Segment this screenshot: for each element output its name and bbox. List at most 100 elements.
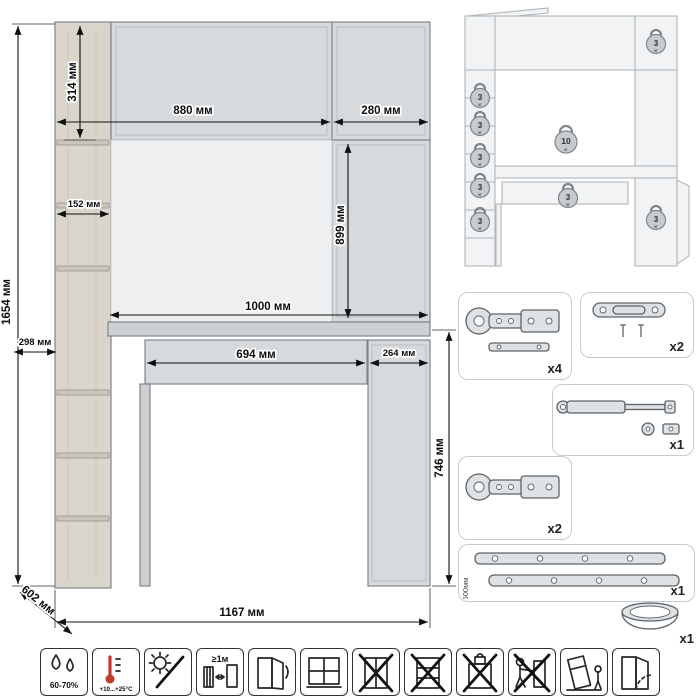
shelf [56, 139, 110, 146]
svg-text:3: 3 [478, 153, 483, 162]
hardware-hinges-x4: х4 [458, 292, 572, 380]
round-insert-icon [621, 602, 679, 630]
hardware-slides-x1: 500мм х1 [458, 544, 695, 602]
hinge-icon [465, 307, 560, 352]
weight-icon: 3 кг [645, 28, 667, 55]
dim-desktop-width: 1000 мм [245, 301, 291, 313]
care-temperature: +10...+25°C [92, 648, 140, 696]
svg-text:+10...+25°C: +10...+25°C [99, 686, 133, 693]
drawer-front [144, 339, 368, 385]
svg-text:кг: кг [654, 48, 658, 53]
svg-text:3: 3 [478, 183, 483, 192]
dim-opening-width: 880 мм [173, 105, 212, 117]
furniture-sketch [464, 7, 690, 267]
svg-text:кг: кг [564, 147, 568, 152]
care-icon-row: 60-70% +10...+25°C ≥1м [40, 648, 660, 696]
hardware-hinges-x2: х2 [458, 456, 572, 540]
svg-text:кг: кг [478, 192, 482, 197]
svg-text:3: 3 [654, 39, 659, 48]
weight-icon: 3 кг [469, 82, 491, 109]
dim-depth: 602 мм [19, 584, 57, 618]
dim-hutch-height: 314 мм [67, 62, 79, 101]
svg-text:≥1м: ≥1м [212, 654, 229, 664]
care-ventilation [248, 648, 296, 696]
cup-qty: х1 [679, 631, 694, 646]
screw-icon [620, 324, 626, 337]
furniture-dimension-drawing: 1654 мм 314 мм 880 мм 280 мм 899 мм 152 … [0, 21, 456, 635]
hardware-cup-x1: х1 [612, 596, 696, 646]
desk-sketch [494, 165, 678, 179]
dim-desk-height: 746 мм [434, 438, 446, 477]
dim-right-top-width: 280 мм [361, 105, 400, 117]
hinge-qty: х2 [547, 521, 562, 536]
weight-icon: 3 кг [469, 206, 491, 233]
hardware-gas-lift-x1: х1 [552, 384, 694, 456]
weight-icon: 3 кг [645, 204, 667, 231]
humidity-icon: 60-70% [50, 654, 79, 690]
lower-cabinet-door [367, 339, 431, 587]
open-niche [110, 139, 333, 323]
svg-text:кг: кг [566, 202, 570, 207]
shelf [56, 202, 110, 209]
thermometer-icon: +10...+25°C [99, 655, 133, 693]
care-no-heavy-load [456, 648, 504, 696]
right-cabinet-sketch [634, 69, 678, 175]
care-no-climbing [404, 648, 452, 696]
care-heat-distance: ≥1м [196, 648, 244, 696]
hutch-right-door [336, 26, 426, 136]
care-window [300, 648, 348, 696]
weight-icon: 3 кг [469, 142, 491, 169]
svg-text:кг: кг [478, 226, 482, 231]
svg-text:3: 3 [478, 93, 483, 102]
svg-text:3: 3 [654, 215, 659, 224]
weight-icon: 10 кг [554, 124, 578, 154]
drawer-slides-icon: 500мм [461, 552, 680, 599]
weight-icon: 3 кг [469, 110, 491, 137]
weight-icon: 3 кг [469, 172, 491, 199]
open-door-sketch [676, 179, 690, 266]
dim-total-width: 1167 мм [219, 607, 264, 619]
svg-text:60-70%: 60-70% [50, 681, 79, 690]
heat-distance-icon: ≥1м [203, 654, 238, 688]
dim-opening-height: 899 мм [335, 205, 347, 244]
care-tip-over-warning [560, 648, 608, 696]
svg-text:кг: кг [654, 224, 658, 229]
shelf [56, 515, 110, 522]
shelf [56, 389, 110, 396]
desktop [107, 321, 431, 337]
dim-upper-shelf-depth: 152 мм [68, 199, 101, 210]
damper-qty: х2 [669, 339, 684, 354]
cabinet-icon [226, 664, 238, 688]
hutch-sketch [464, 15, 678, 71]
no-heavy-load-icon [462, 653, 498, 693]
screw-icon [638, 324, 644, 337]
door-opening-icon [621, 656, 653, 690]
shelf [56, 452, 110, 459]
slides-qty: х1 [670, 583, 685, 598]
svg-text:кг: кг [478, 162, 482, 167]
lower-door-inset [371, 344, 427, 582]
ventilation-icon [257, 657, 289, 690]
svg-text:кг: кг [478, 102, 482, 107]
hinge-qty: х4 [547, 361, 562, 376]
person-cabinet-icon [513, 653, 551, 693]
svg-text:3: 3 [566, 193, 571, 202]
care-sunlight [144, 648, 192, 696]
no-action-drawers-icon [410, 653, 446, 693]
no-action-cabinet-icon [358, 653, 394, 693]
dim-drawer-width: 694 мм [236, 349, 275, 361]
support-sketch [495, 203, 502, 267]
dim-lower-shelf-depth: 298 мм [19, 337, 52, 348]
desk-support-panel [139, 383, 151, 587]
slide-length-label: 500мм [461, 578, 470, 599]
dim-cabinet-width: 264 мм [383, 348, 416, 359]
window-icon [306, 657, 342, 688]
care-door-opening [612, 648, 660, 696]
hinge-icon [465, 473, 560, 501]
radiator-icon [203, 666, 214, 688]
hardware-damper-x2: х2 [580, 292, 694, 358]
hutch-flap-door [115, 26, 328, 136]
svg-text:3: 3 [478, 121, 483, 130]
care-humidity: 60-70% [40, 648, 88, 696]
dim-total-height: 1654 мм [1, 279, 13, 325]
